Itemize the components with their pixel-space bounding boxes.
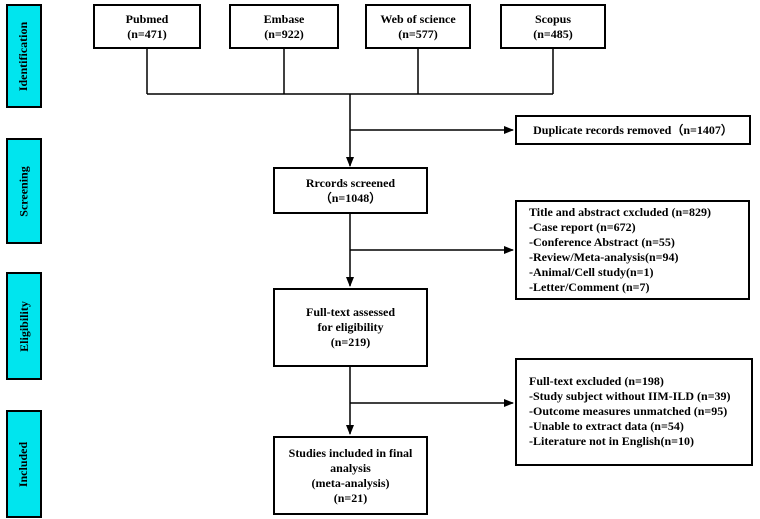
stage-label: Identification (16, 21, 31, 91)
excluded-item: -Conference Abstract (n=55) (529, 235, 675, 249)
source-box-web-of-science: Web of science (n=577) (365, 4, 471, 49)
excluded-heading: Title and abstract cxcluded (n=829) (529, 205, 711, 219)
source-name: Scopus (534, 11, 572, 26)
fulltext-count: (n=219) (330, 335, 371, 349)
included-count: (n=21) (333, 490, 368, 505)
source-box-embase: Embase (n=922) (229, 4, 339, 49)
source-name: Embase (263, 11, 305, 26)
fulltext-excluded-box: Full-text excluded (n=198) -Study subjec… (515, 358, 753, 466)
fulltext-line: Full-text assessed (306, 305, 395, 319)
source-count: (n=922) (264, 26, 304, 41)
included-box: Studies included in final analysis (meta… (273, 436, 428, 515)
fulltext-line: for eligibility (317, 320, 384, 334)
included-line: (meta-analysis) (311, 475, 390, 490)
source-name: Web of science (380, 11, 456, 26)
excluded-item: -Outcome measures unmatched (n=95) (529, 404, 728, 418)
stage-eligibility: Eligibility (6, 272, 42, 380)
included-line: analysis (330, 460, 371, 475)
excluded-item: -Literature not in English(n=10) (529, 434, 694, 448)
source-count: (n=485) (533, 26, 573, 41)
duplicates-box: Duplicate records removed（n=1407） (515, 115, 751, 145)
excluded-item: -Case report (n=672) (529, 220, 636, 234)
excluded-item: -Review/Meta-analysis(n=94) (529, 250, 679, 264)
stage-included: Included (6, 410, 42, 518)
excluded-item: -Study subject without IIM-ILD (n=39) (529, 389, 731, 403)
excluded-heading: Full-text excluded (n=198) (529, 374, 664, 388)
included-line: Studies included in final (288, 445, 413, 460)
duplicates-text: Duplicate records removed（n=1407） (533, 122, 733, 137)
screened-title: Rrcords screened (305, 175, 396, 190)
source-name: Pubmed (125, 11, 169, 26)
screened-box: Rrcords screened （n=1048） (273, 167, 428, 214)
fulltext-assessed-box: Full-text assessed for eligibility (n=21… (273, 288, 428, 367)
stage-label: Screening (16, 165, 31, 217)
stage-identification: Identification (6, 4, 42, 108)
screened-count: （n=1048） (319, 190, 382, 205)
title-abstract-excluded-box: Title and abstract cxcluded (n=829) -Cas… (515, 200, 750, 300)
stage-label: Eligibility (16, 300, 31, 352)
stage-screening: Screening (6, 138, 42, 244)
source-box-scopus: Scopus (n=485) (500, 4, 606, 49)
stage-label: Included (16, 441, 31, 487)
source-box-pubmed: Pubmed (n=471) (93, 4, 201, 49)
source-count: (n=577) (398, 26, 438, 41)
excluded-item: -Unable to extract data (n=54) (529, 419, 684, 433)
excluded-item: -Letter/Comment (n=7) (529, 280, 650, 294)
source-count: (n=471) (127, 26, 167, 41)
excluded-item: -Animal/Cell study(n=1) (529, 265, 654, 279)
